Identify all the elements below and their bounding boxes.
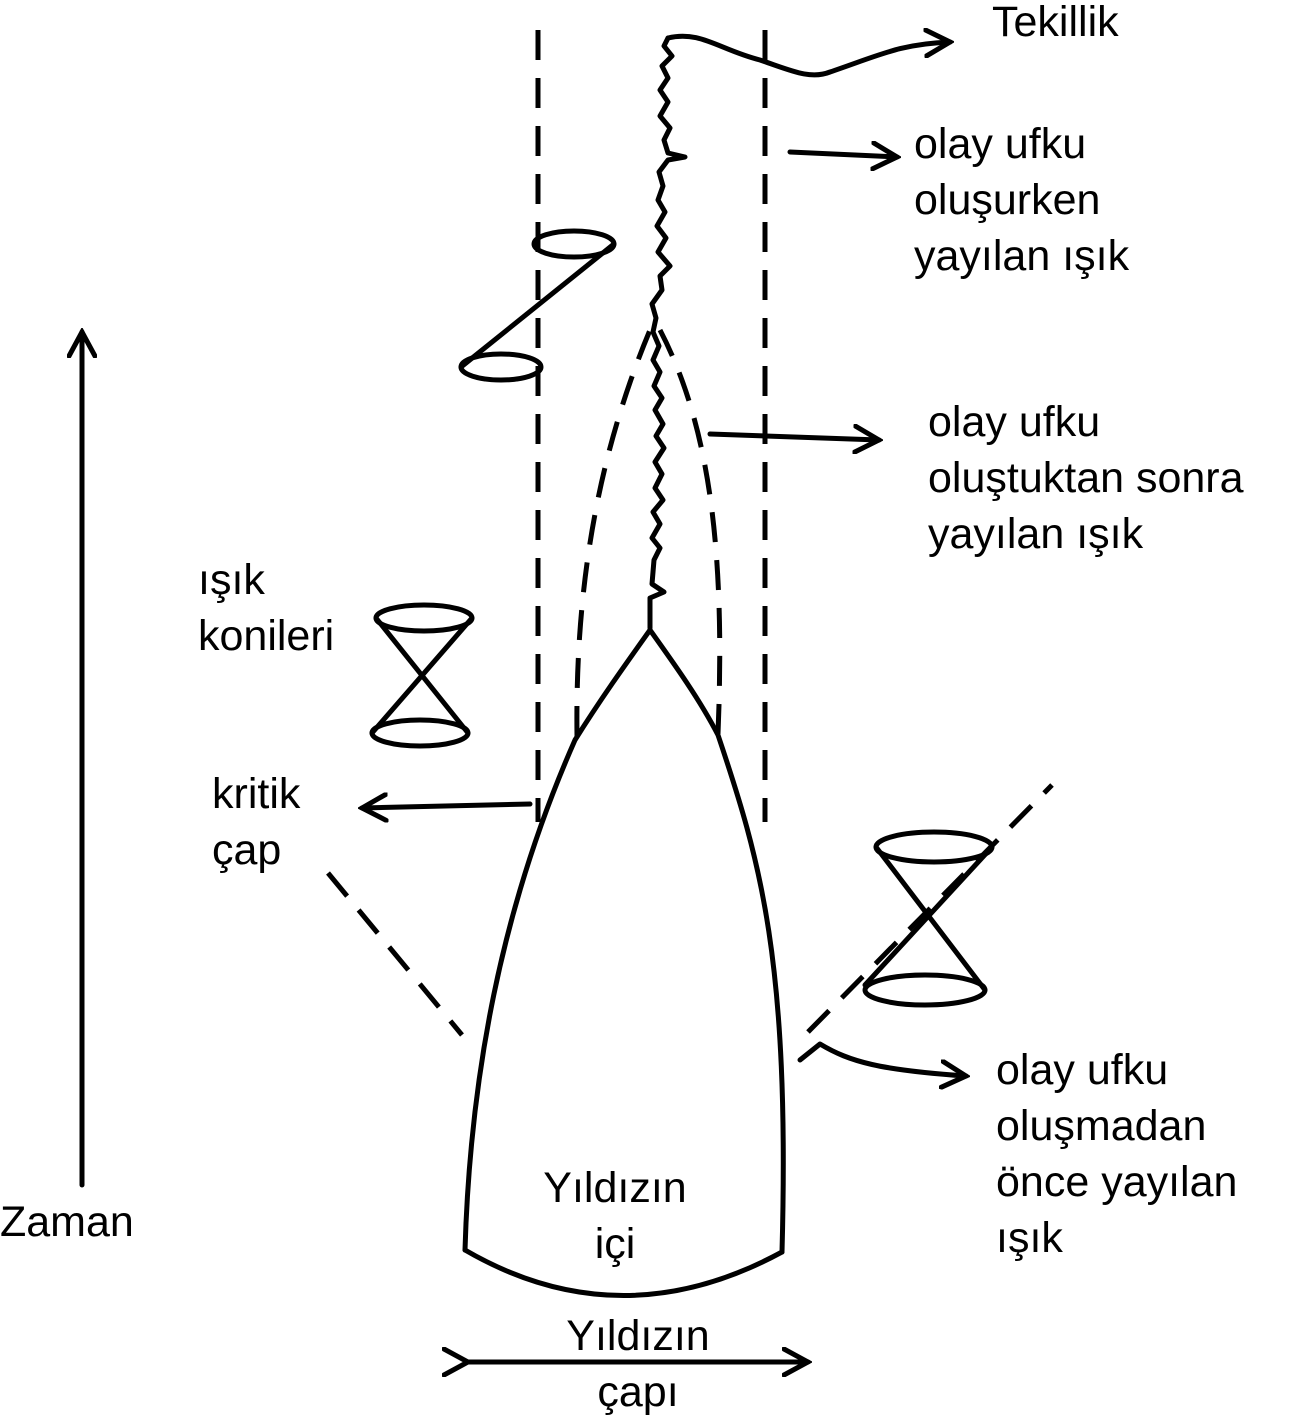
light-before-horizon-left-dash: [326, 871, 464, 1037]
horizon-after-light-right: [657, 328, 723, 735]
time-axis-label: Zaman: [0, 1198, 134, 1246]
horizon-before-label: olay ufku oluşmadan önce yayılan ışık: [996, 1046, 1238, 1262]
horizon-forming-arrow: [787, 152, 897, 157]
horizon-after-light-left: [574, 329, 653, 737]
singularity-label: Tekillik: [992, 0, 1119, 46]
light-before-horizon-right-dash: [806, 783, 1054, 1034]
horizon-after-label: olay ufku oluştuktan sonra yayılan ışık: [928, 398, 1244, 558]
right-light-cone-edge-a: [873, 844, 988, 993]
right-light-cone-bottom-ellipse: [862, 972, 988, 1008]
singularity-wiggle: [647, 35, 688, 631]
light-cones-label: ışık konileri: [198, 556, 335, 660]
right-light-cone-top-ellipse: [873, 829, 995, 865]
horizon-before-arrow: [797, 1041, 966, 1076]
star-surface-outline: [462, 627, 786, 1255]
critical-diameter-label: kritik çap: [212, 770, 301, 874]
right-light-cone-edge-b: [862, 844, 995, 988]
horizon-after-arrow: [707, 434, 879, 440]
critical-diameter-arrow: [362, 804, 533, 808]
star-diameter-label: Yıldızın çapı: [566, 1312, 710, 1416]
tilted-light-cone-edge: [458, 241, 617, 370]
light-cone-top-ellipse: [373, 602, 475, 634]
star-interior-label: Yıldızın içi: [543, 1164, 687, 1268]
star-bottom-arc: [462, 1247, 785, 1298]
light-cone-edge-b: [369, 615, 475, 736]
singularity-pointer: [665, 36, 950, 78]
horizon-forming-label: olay ufku oluşurken yayılan ışık: [914, 120, 1130, 280]
light-cone-bottom-ellipse: [369, 717, 471, 749]
